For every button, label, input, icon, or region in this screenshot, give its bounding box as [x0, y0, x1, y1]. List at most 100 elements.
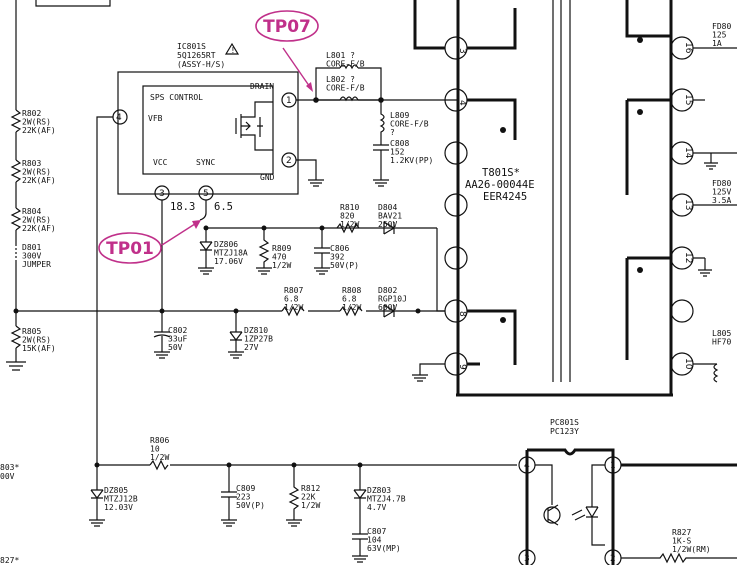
label-r810-line: R810 — [340, 203, 359, 212]
label-r805-line: 2W(RS) — [22, 336, 51, 345]
tp01-label: TP01 — [106, 239, 154, 259]
label-c802-line: 33uF — [168, 335, 187, 344]
edge-label-00v: 00V — [0, 472, 15, 481]
label-r812-line: 22K — [301, 493, 316, 502]
label-d804-line: 250V — [378, 220, 397, 229]
label-r804-line: R804 — [22, 207, 41, 216]
label-r812-line: R812 — [301, 484, 320, 493]
label-r807-line: R807 — [284, 286, 303, 295]
edge-label-827: 827* — [0, 556, 19, 565]
pin-label-drain: DRAIN — [250, 82, 274, 91]
label-l805-line: HF70 — [712, 338, 731, 347]
ic-pin-1: 1 — [286, 96, 292, 106]
t-pin-4: 4 — [457, 100, 467, 106]
label-d801-line: D801 — [22, 243, 41, 252]
label-r809-line: 470 — [272, 253, 287, 262]
label-r810-line: 820 — [340, 212, 355, 221]
opto-ref: PC801S — [550, 418, 579, 427]
ic-title-label: SPS CONTROL — [150, 93, 203, 102]
label-r807-line: 6.8 — [284, 295, 299, 304]
label-dz803-line: 4.7V — [367, 503, 386, 512]
warning-mark: ! — [231, 46, 236, 55]
voltage-pin5: 6.5 — [214, 201, 233, 213]
label-dz805-line: DZ805 — [104, 486, 128, 495]
label-c806-line: C806 — [330, 244, 349, 253]
label-l805-line: L805 — [712, 329, 731, 338]
t-pin-16: 16 — [683, 42, 693, 54]
label-c807-line: 104 — [367, 536, 382, 545]
optocoupler-pc801s — [518, 448, 737, 565]
pin-label-vcc: VCC — [153, 158, 168, 167]
label-c809-line: 223 — [236, 493, 251, 502]
label-fd80a-line: 125 — [712, 31, 727, 40]
ic-pin-3: 3 — [159, 189, 165, 199]
label-d801-line: JUMPER — [22, 260, 51, 269]
t-pin-13: 13 — [683, 199, 693, 210]
label-d804-line: BAV21 — [378, 212, 402, 221]
label-r812-line: 1/2W — [301, 501, 320, 510]
ic801s-block — [112, 42, 324, 201]
label-c808-line: C808 — [390, 139, 409, 148]
drain-inductors — [296, 64, 458, 187]
label-dz810-line: 27V — [244, 343, 259, 352]
label-r802-line: 2W(RS) — [22, 118, 51, 127]
label-r827-line: 1K-S — [672, 537, 691, 546]
label-d802-line: RGP10J — [378, 295, 407, 304]
label-r808-line: R808 — [342, 286, 361, 295]
label-c806-line: 392 — [330, 253, 345, 262]
transformer-part: AA26-00044E — [465, 179, 535, 191]
label-r809-line: 1/2W — [272, 261, 291, 270]
label-l802-line: L802 ? — [326, 75, 355, 84]
label-l801-line: CORE-F/B — [326, 60, 365, 69]
label-r806-line: R806 — [150, 436, 169, 445]
tp07-label: TP07 — [263, 17, 311, 37]
t-pin-8: 8 — [457, 311, 467, 317]
t-pin-15: 15 — [683, 94, 693, 105]
label-r807-line: 1/2W — [284, 303, 303, 312]
test-point-tp07: TP07 — [255, 10, 319, 92]
vcc-sync-network — [16, 200, 445, 359]
label-r805-line: R805 — [22, 327, 41, 336]
label-dz806-line: 17.06V — [214, 257, 243, 266]
label-r803-line: 2W(RS) — [22, 168, 51, 177]
label-r806-line: 1/2W — [150, 453, 169, 462]
label-c809-line: 50V(P) — [236, 501, 265, 510]
transformer-t801s — [412, 0, 737, 397]
partial-component-box — [35, 0, 111, 7]
label-r803-line: R803 — [22, 159, 41, 168]
edge-labels: 803* 00V 827* — [0, 463, 19, 565]
opto-pin-2: 2 — [610, 554, 616, 564]
label-l802: L802 ?CORE-F/B — [326, 75, 365, 93]
label-l809-line: ? — [390, 128, 395, 137]
ic-ref-label: IC801S — [177, 42, 206, 51]
label-c809-line: C809 — [236, 484, 255, 493]
ic-pin-5: 5 — [203, 189, 209, 199]
label-fd80a-line: FD80 — [712, 22, 731, 31]
label-dz806-line: MTZJ18A — [214, 249, 248, 258]
opto-part: PC123Y — [550, 427, 579, 436]
label-r805-line: 15K(AF) — [22, 344, 56, 353]
label-dz810-line: DZ810 — [244, 326, 268, 335]
label-c802-line: C802 — [168, 326, 187, 335]
label-l809-line: L809 — [390, 111, 409, 120]
label-r804-line: 22K(AF) — [22, 224, 56, 233]
ic-part-label: 5Q1265RT — [177, 51, 216, 60]
